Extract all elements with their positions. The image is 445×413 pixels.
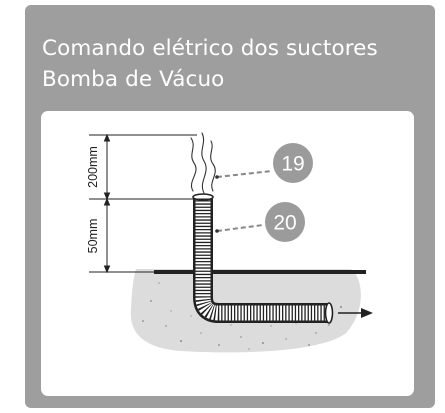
callout-20-label: 20 [273, 212, 296, 235]
callout-19-badge [273, 143, 313, 183]
title-line-2: Bomba de Vácuo [42, 67, 225, 92]
diagram-panel: 200mm 50mm 19 20 [41, 111, 414, 396]
callout-20-leader [216, 224, 264, 232]
title-line-1: Comando elétrico dos suctores [42, 36, 378, 61]
dimension-lines [89, 133, 211, 274]
callout-19-label: 19 [281, 153, 304, 176]
card-title: Comando elétrico dos suctores Bomba de V… [42, 33, 427, 95]
callout-19-leader [216, 170, 273, 178]
dimension-label-50mm: 50mm [86, 219, 100, 254]
hose-corrugation [195, 197, 329, 321]
callout-20-badge [265, 202, 305, 242]
vapour-lines [190, 132, 216, 194]
flow-arrow [338, 308, 373, 318]
dimension-label-200mm: 200mm [86, 146, 100, 188]
ground-speckles [142, 282, 343, 350]
installation-diagram: 200mm 50mm 19 20 [86, 132, 373, 353]
flexible-hose [192, 193, 334, 324]
info-card: Comando elétrico dos suctores Bomba de V… [25, 5, 435, 408]
